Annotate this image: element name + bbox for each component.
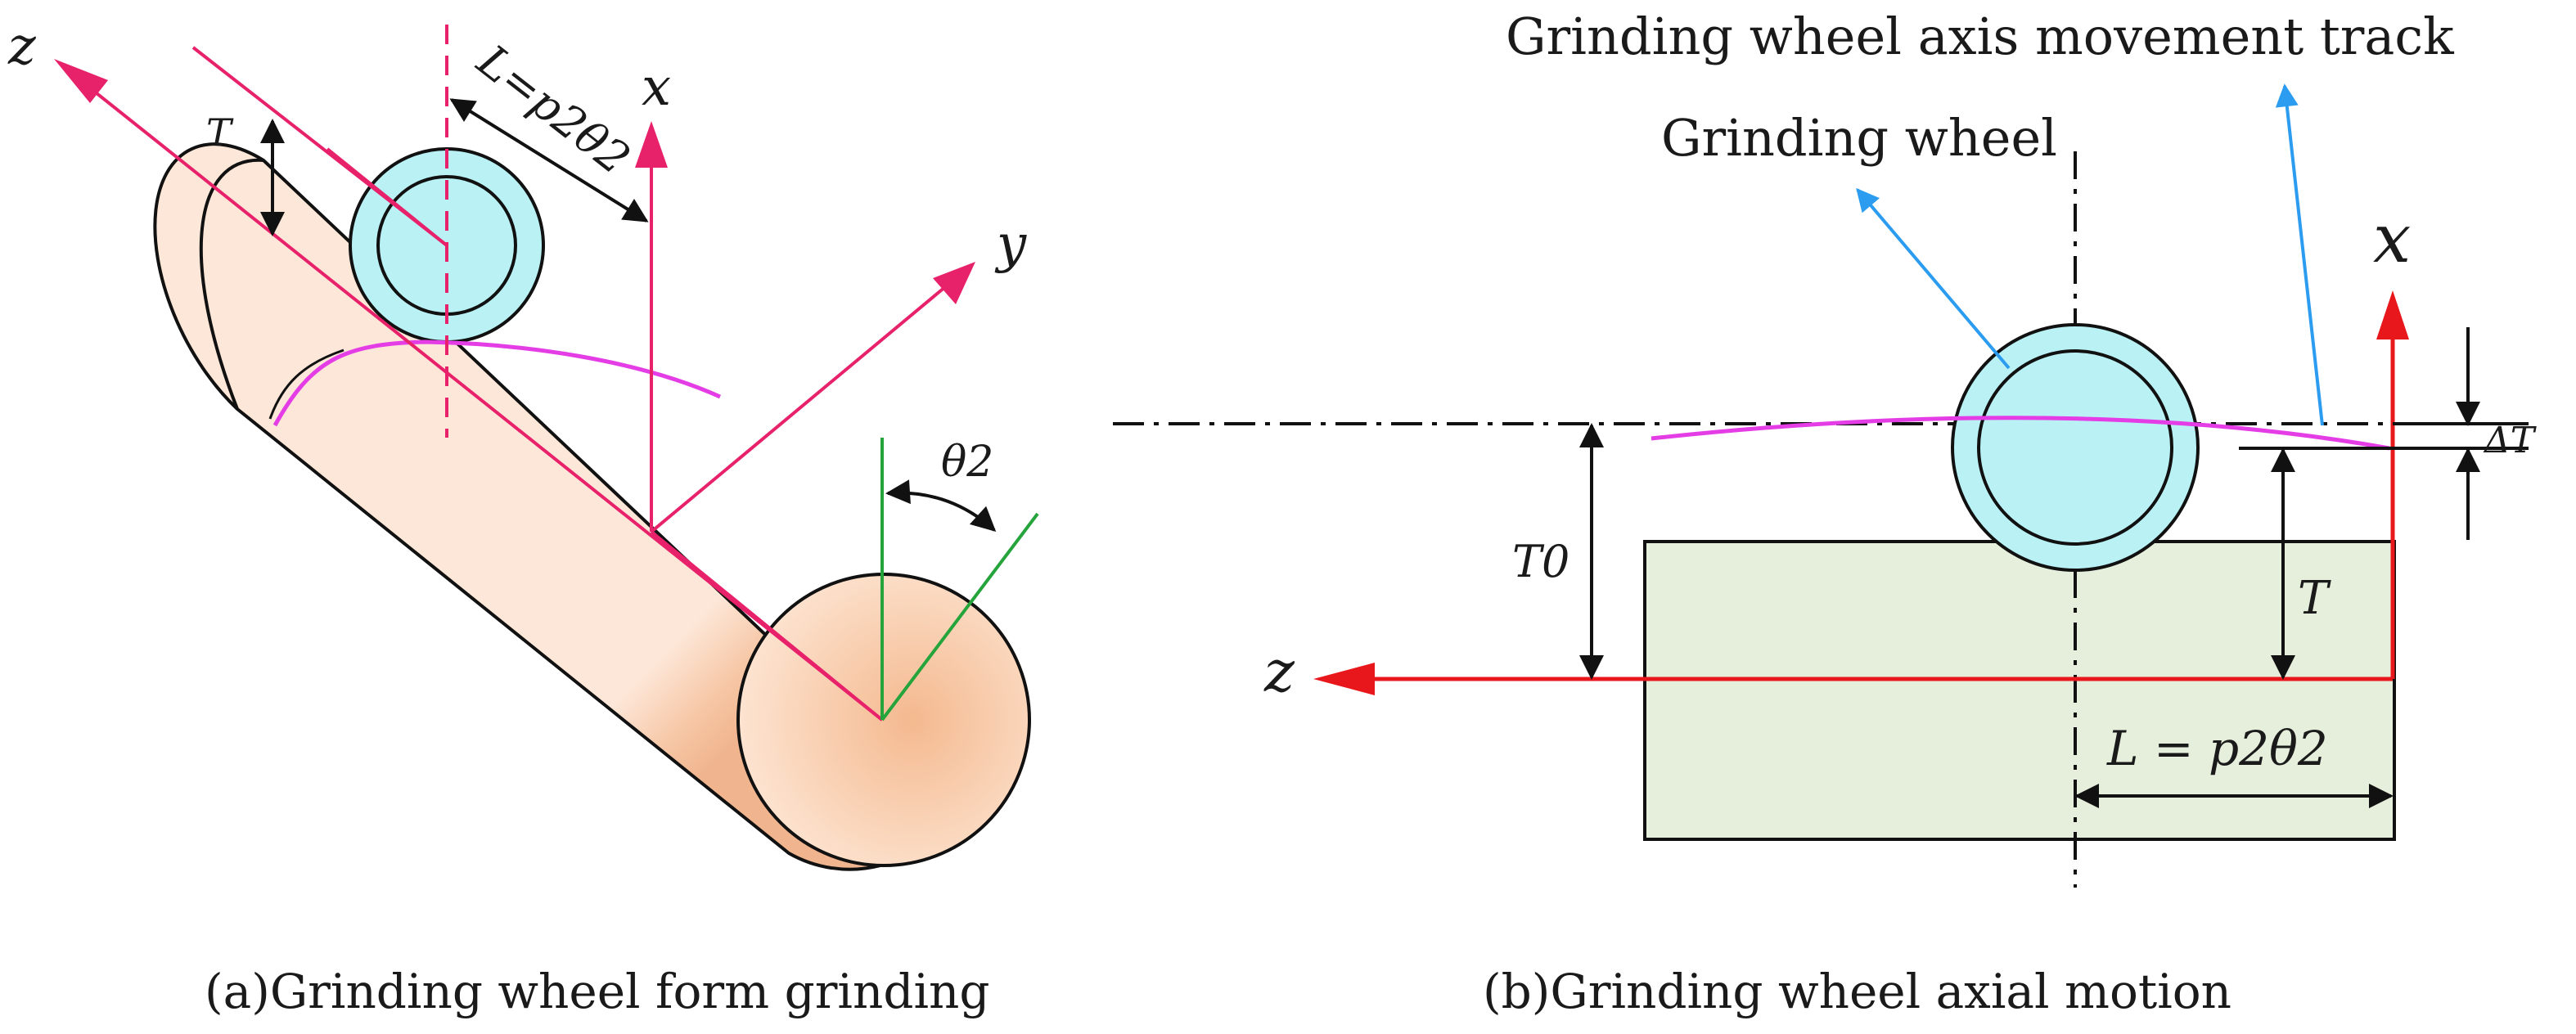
- grinding-wheel-inner: [1977, 349, 2173, 546]
- T0-label: T0: [1512, 536, 1569, 587]
- z-axis-line: [62, 65, 884, 722]
- theta-arc: [885, 479, 997, 533]
- axis-x-label: x: [642, 57, 671, 118]
- cylinder-left-end: [199, 158, 264, 410]
- wheel-pointer-arrow: [1856, 187, 2011, 370]
- axis-y-label: y: [994, 214, 1027, 275]
- caption-b: (b)Grinding wheel axial motion: [1483, 964, 2231, 1019]
- theta-label: θ2: [941, 438, 993, 487]
- origin-link-line: [650, 530, 884, 722]
- axis-x-label: x: [2373, 200, 2411, 278]
- z-axis-arrowhead: [1313, 663, 1375, 695]
- track-label: Grinding wheel axis movement track: [1506, 7, 2454, 66]
- wheel-ref-line: [326, 147, 448, 247]
- axis-movement-track: [1651, 416, 2390, 451]
- axis-z-label: z: [1263, 638, 1295, 705]
- x-axis-arrowhead: [635, 121, 668, 168]
- caption-a: (a)Grinding wheel form grinding: [205, 964, 990, 1019]
- panel-b-axial-motion: Grinding wheel axis movement track Grind…: [1113, 7, 2538, 1019]
- x-axis-arrowhead: [2376, 290, 2409, 339]
- axis-z-label: z: [7, 16, 37, 77]
- theta-rotated-line: [880, 512, 1039, 722]
- wheel-label: Grinding wheel: [1661, 108, 2057, 168]
- panel-a-form-grinding: z x y T L=p2θ2 θ2 (a)Grinding wheel form…: [7, 16, 1039, 1019]
- track-pointer-arrow: [2275, 83, 2324, 426]
- z-axis-arrowhead: [54, 59, 108, 103]
- L-dimension-arrow: [449, 98, 649, 223]
- contact-curve: [272, 339, 722, 427]
- T-label: T: [206, 110, 234, 155]
- delta-T-label: ΔT: [2483, 420, 2538, 461]
- T-label: T: [2298, 572, 2331, 625]
- cylinder-chamfer-line: [268, 348, 345, 420]
- y-axis-arrowhead: [933, 262, 975, 304]
- L-label: L = p2θ2: [2106, 721, 2328, 776]
- y-axis-line: [650, 268, 967, 533]
